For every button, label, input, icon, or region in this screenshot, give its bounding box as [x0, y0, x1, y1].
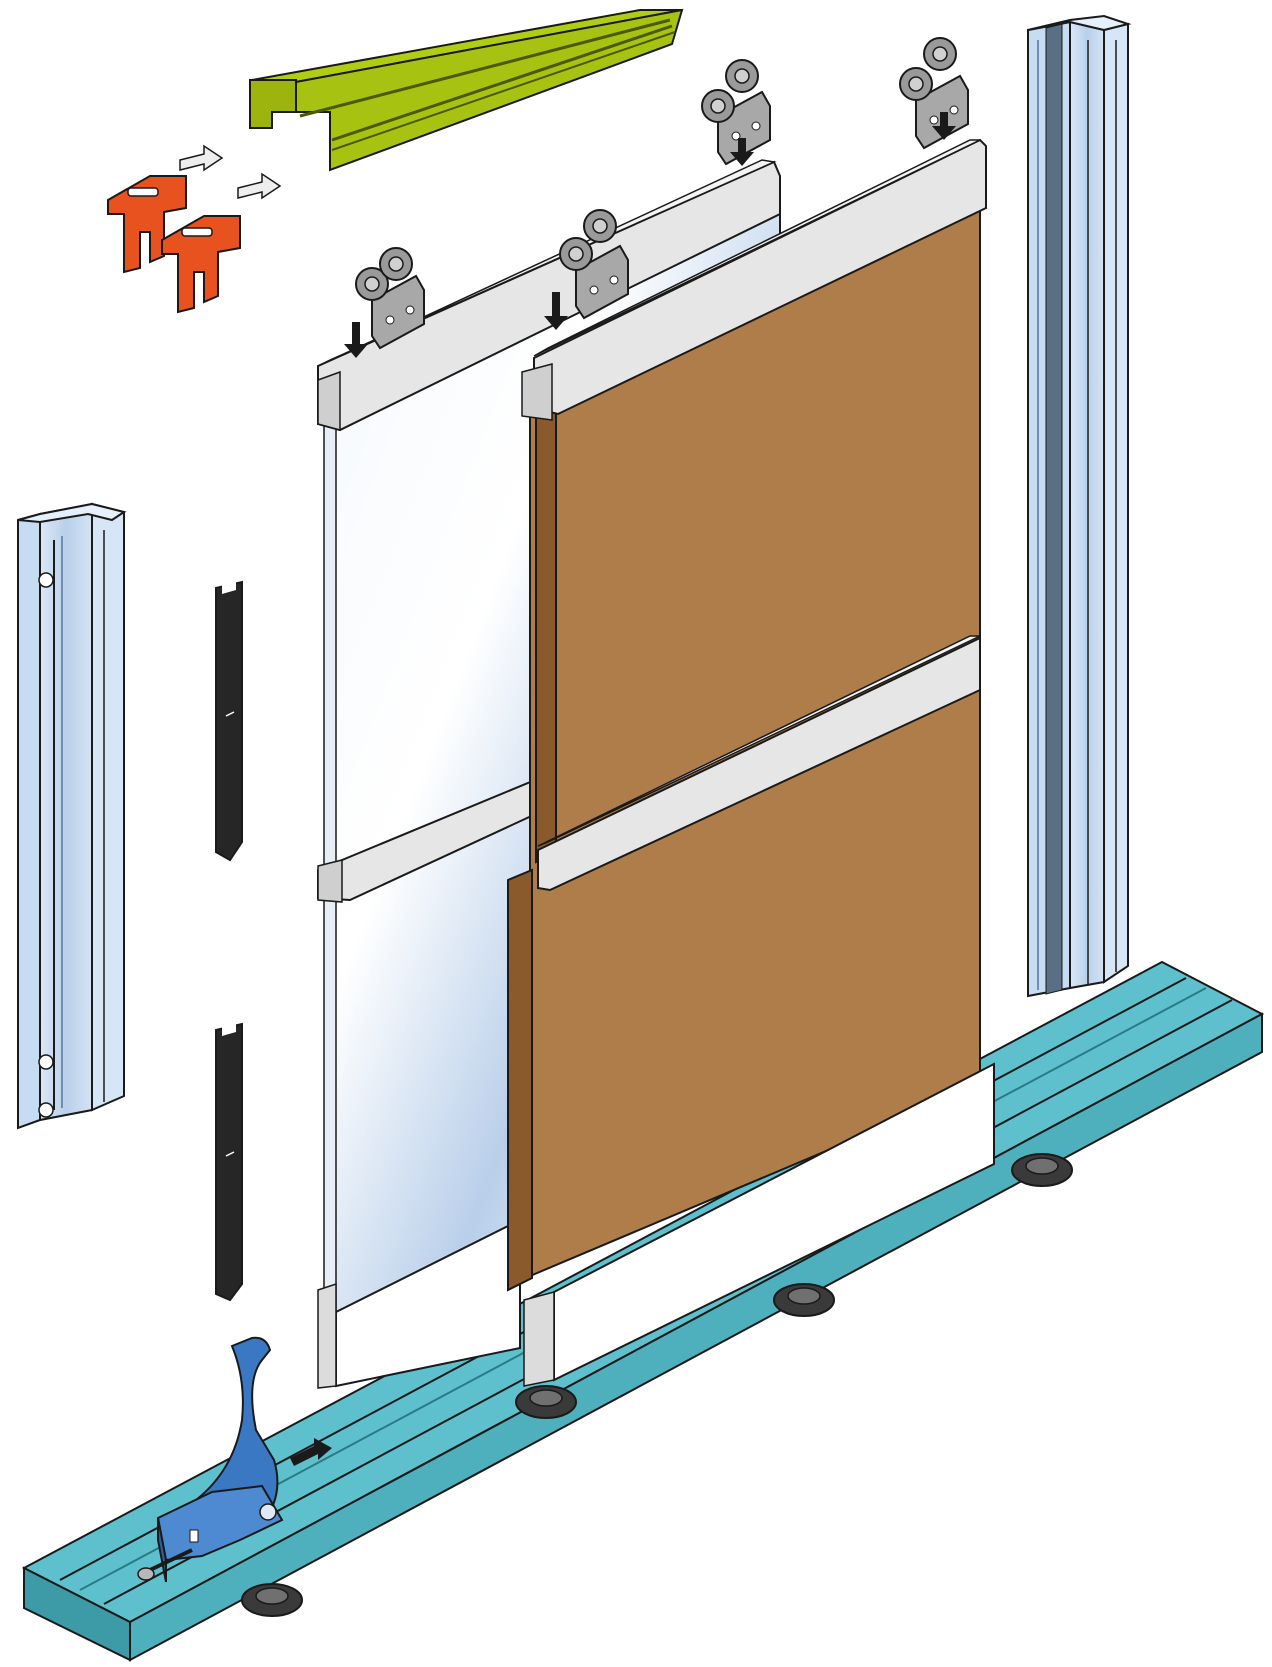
top-roller-carriage: [899, 37, 969, 150]
insert-arrow-icon: [237, 172, 282, 200]
wood-panel-edge: [535, 400, 557, 864]
floor-pad: [241, 1583, 303, 1617]
floor-pad: [773, 1283, 835, 1317]
insert-arrow-icon: [179, 144, 224, 172]
arrow-down-icon: [730, 138, 754, 166]
arrow-down-icon: [344, 322, 368, 358]
floor-pad: [515, 1385, 577, 1419]
seal-strip: [215, 580, 243, 862]
top-roller-carriage: [559, 209, 629, 320]
end-stop-clip: [107, 175, 187, 274]
left-side-profile: [17, 502, 127, 1130]
top-track: [249, 8, 684, 172]
arrow-down-icon: [544, 292, 568, 330]
seal-strip: [215, 1022, 243, 1302]
wood-panel-lower-edge: [507, 868, 533, 1292]
bottom-stopper: [137, 1336, 284, 1583]
wood-middle-rail: [537, 636, 981, 892]
end-stop-clip: [161, 215, 241, 314]
wood-door-panel: [507, 138, 995, 1387]
arrow-right-icon: [290, 1438, 332, 1466]
top-roller-carriage: [701, 59, 771, 166]
right-side-profile: [1027, 14, 1132, 998]
screw-icon: [137, 1567, 155, 1581]
arrow-down-icon: [932, 112, 956, 140]
top-roller-carriage: [355, 247, 425, 350]
floor-pad: [1011, 1153, 1073, 1187]
top-track-end: [249, 79, 297, 129]
